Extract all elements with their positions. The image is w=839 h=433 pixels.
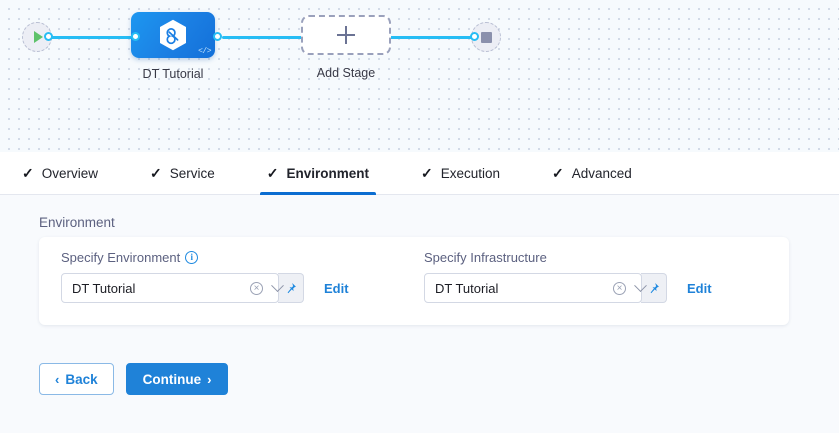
pipeline-canvas[interactable]: </> DT Tutorial Add Stage — [0, 0, 839, 152]
harness-hexagon-icon — [160, 19, 186, 51]
pin-icon — [287, 282, 296, 293]
specify-infrastructure-label-row: Specify Infrastructure — [424, 249, 712, 265]
environment-select[interactable]: × — [61, 273, 284, 303]
tab-advanced-label: Advanced — [571, 165, 632, 181]
check-icon: ✓ — [552, 165, 564, 181]
specify-infrastructure-label: Specify Infrastructure — [424, 249, 547, 265]
check-icon: ✓ — [150, 165, 162, 181]
environment-input[interactable] — [62, 274, 250, 302]
infrastructure-input[interactable] — [425, 274, 613, 302]
tab-advanced[interactable]: ✓ Advanced — [548, 152, 636, 195]
connector-add-to-end — [382, 36, 480, 39]
info-circle-icon[interactable]: i — [185, 250, 199, 264]
environment-pin-button[interactable] — [278, 273, 304, 303]
specify-environment-label: Specify Environment — [61, 249, 181, 265]
tab-overview-label: Overview — [41, 165, 98, 181]
specify-environment-group: Specify Environment i × Edit — [61, 249, 349, 303]
check-icon: ✓ — [22, 165, 34, 181]
port-end-in[interactable] — [470, 32, 479, 41]
port-stage-out[interactable] — [213, 32, 222, 41]
connector-stage-to-add — [222, 36, 310, 39]
infrastructure-select[interactable]: × — [424, 273, 647, 303]
plus-icon — [337, 26, 355, 44]
chevron-left-icon: ‹ — [55, 371, 60, 387]
stop-icon — [480, 31, 492, 43]
chevron-right-icon: › — [207, 371, 212, 387]
clear-circle-icon[interactable]: × — [613, 281, 626, 295]
connector-start-to-stage — [42, 36, 140, 39]
infrastructure-pin-button[interactable] — [641, 273, 667, 303]
clear-circle-icon[interactable]: × — [250, 281, 263, 295]
stage-node-label: DT Tutorial — [142, 67, 204, 81]
back-button[interactable]: ‹ Back — [39, 363, 114, 395]
tab-environment-label: Environment — [286, 165, 369, 181]
tab-overview[interactable]: ✓ Overview — [18, 152, 102, 195]
tab-environment[interactable]: ✓ Environment — [259, 152, 377, 195]
specify-infrastructure-group: Specify Infrastructure × Edit — [424, 249, 712, 303]
infrastructure-edit-link[interactable]: Edit — [687, 280, 712, 296]
tab-service-label: Service — [169, 165, 215, 181]
specify-environment-row: × Edit — [61, 273, 349, 303]
port-stage-in[interactable] — [131, 32, 140, 41]
check-icon: ✓ — [421, 165, 433, 181]
continue-button[interactable]: Continue › — [125, 363, 229, 395]
code-badge-icon: </> — [198, 47, 211, 56]
add-stage-label: Add Stage — [316, 66, 376, 80]
section-title: Environment — [39, 215, 115, 230]
stage-tab-bar: ✓ Overview ✓ Service ✓ Environment ✓ Exe… — [0, 152, 839, 195]
wizard-footer: ‹ Back Continue › — [39, 363, 229, 395]
environment-edit-link[interactable]: Edit — [324, 280, 349, 296]
pin-icon — [650, 282, 659, 293]
environment-panel: Environment Specify Environment i × — [0, 195, 839, 433]
tab-service[interactable]: ✓ Service — [146, 152, 219, 195]
environment-card: Specify Environment i × Edit — [39, 237, 789, 325]
continue-button-label: Continue — [142, 371, 202, 387]
specify-environment-label-row: Specify Environment i — [61, 249, 349, 265]
add-stage-button[interactable] — [301, 15, 391, 55]
check-icon: ✓ — [266, 165, 279, 181]
play-icon — [34, 31, 43, 43]
tab-execution-label: Execution — [440, 165, 501, 181]
tab-execution[interactable]: ✓ Execution — [417, 152, 504, 195]
stage-node-dt-tutorial[interactable]: </> — [131, 12, 215, 58]
back-button-label: Back — [65, 371, 98, 387]
specify-infrastructure-row: × Edit — [424, 273, 712, 303]
port-start-out[interactable] — [44, 32, 53, 41]
